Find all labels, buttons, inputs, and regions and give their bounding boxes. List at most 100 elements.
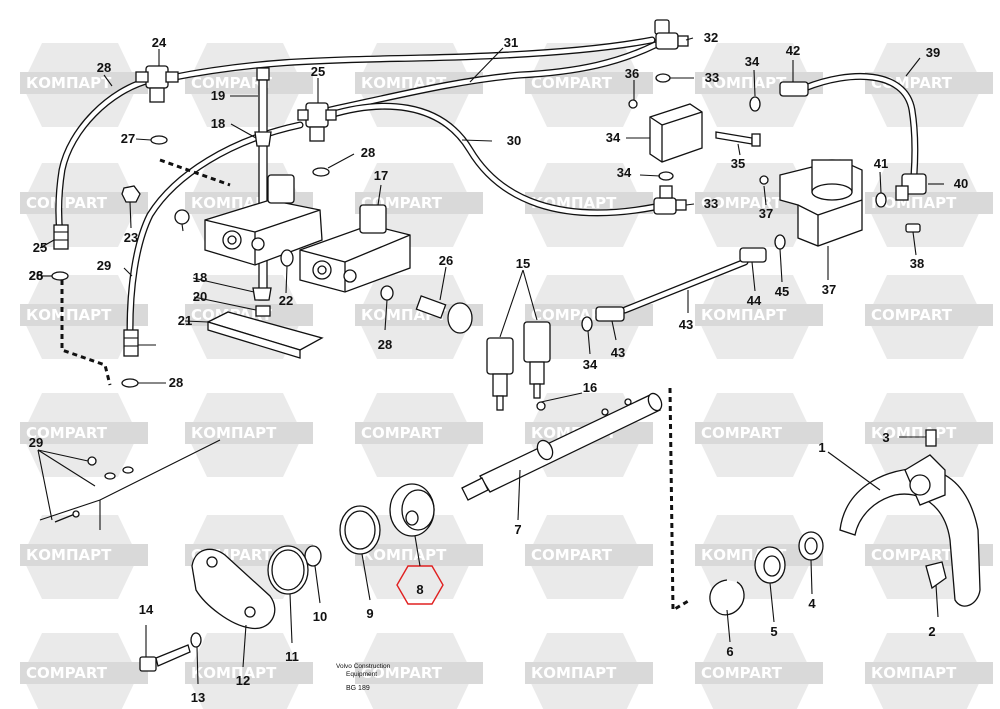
watermark-text: КОМПАРТ xyxy=(26,546,112,564)
fitting-26-lower xyxy=(123,329,139,357)
callout-36: 36 xyxy=(625,66,639,81)
callout-34: 34 xyxy=(583,357,598,372)
callout-1: 1 xyxy=(818,440,825,455)
watermark-text: COMPART xyxy=(191,74,273,92)
callout-2: 2 xyxy=(928,624,935,639)
elbow-fitting-33-top xyxy=(654,19,689,50)
watermark-tile: КОМПАРТ xyxy=(865,163,993,247)
callout-28: 28 xyxy=(361,145,375,160)
callout-31: 31 xyxy=(504,35,518,50)
nut-20 xyxy=(255,305,271,317)
washer-28-a xyxy=(150,135,168,145)
callout-20: 20 xyxy=(193,289,207,304)
callout-43: 43 xyxy=(679,317,693,332)
callout-34: 34 xyxy=(745,54,760,69)
screw-39 xyxy=(905,223,921,233)
bolt-19 xyxy=(256,67,270,301)
watermark-tile: КОМПАРТ xyxy=(20,275,148,359)
watermark-text: COMPART xyxy=(871,74,953,92)
watermark-text: COMPART xyxy=(26,194,108,212)
callout-42: 42 xyxy=(786,43,800,58)
fitting-43-bottom xyxy=(595,306,625,322)
switch-15-left xyxy=(486,337,514,411)
elbow-fitting-41 xyxy=(895,173,927,201)
watermark-text: КОМПАРТ xyxy=(531,664,617,682)
callout-18: 18 xyxy=(211,116,225,131)
callout-21: 21 xyxy=(178,313,192,328)
watermark-text: COMPART xyxy=(701,664,783,682)
fitting-43-top xyxy=(779,81,809,97)
callout-labels: 1234567891011121314151617181819202122232… xyxy=(0,0,968,705)
callout-34: 34 xyxy=(617,165,632,180)
callout-9: 9 xyxy=(366,606,373,621)
callout-44: 44 xyxy=(747,293,762,308)
fitting-45 xyxy=(739,247,767,263)
dashed-leader-right xyxy=(668,387,691,613)
spacer-18-lower xyxy=(252,287,272,301)
watermark-text: COMPART xyxy=(531,74,613,92)
watermark-tile: КОМПАРТ xyxy=(185,633,313,709)
callout-26: 26 xyxy=(29,268,43,283)
watermark-tile: COMPART xyxy=(695,633,823,709)
callout-32: 32 xyxy=(704,30,718,45)
callout-38: 38 xyxy=(910,256,924,271)
block-35 xyxy=(649,103,703,163)
watermark-text: COMPART xyxy=(871,546,953,564)
watermark-tile: COMPART xyxy=(695,393,823,477)
watermark-tile: КОМПАРТ xyxy=(20,43,148,127)
washer-22 xyxy=(280,249,294,267)
callout-41: 41 xyxy=(874,156,888,171)
watermark-text: COMPART xyxy=(701,424,783,442)
callout-43: 43 xyxy=(611,345,625,360)
watermark-tile: КОМПАРТ xyxy=(695,275,823,359)
callout-46: 46 xyxy=(0,0,7,3)
watermark-tile: COMPART xyxy=(865,43,993,127)
footer-code: BG 189 xyxy=(346,685,370,692)
callout-7: 7 xyxy=(514,522,521,537)
callout-29: 29 xyxy=(97,258,111,273)
watermark-text: COMPART xyxy=(531,546,613,564)
watermark-tile: COMPART xyxy=(355,393,483,477)
piston-8 xyxy=(389,483,435,537)
callout-25: 25 xyxy=(33,240,47,255)
callout-14: 14 xyxy=(139,602,154,617)
valve-17-left xyxy=(204,174,323,266)
pin-2 xyxy=(925,561,947,590)
bracket-38 xyxy=(779,159,863,247)
dashed-leader-left-top xyxy=(159,158,231,187)
callout-17: 17 xyxy=(374,168,388,183)
callout-24: 24 xyxy=(152,35,167,50)
highlight-hexagon-8 xyxy=(396,565,444,605)
leader-lines xyxy=(37,37,944,685)
callout-8: 8 xyxy=(416,582,423,597)
nut-37-a xyxy=(628,99,638,109)
washer-34-b xyxy=(658,171,674,181)
washer-28-c xyxy=(51,271,69,281)
callout-29: 29 xyxy=(29,435,43,450)
callout-26: 26 xyxy=(439,253,453,268)
watermark-text: КОМПАРТ xyxy=(191,424,277,442)
callout-28: 28 xyxy=(97,60,111,75)
watermark-tile: COMPART xyxy=(185,43,313,127)
callout-11: 11 xyxy=(285,649,299,664)
watermark-tile: КОМПАРТ xyxy=(20,515,148,599)
watermark-text: КОМПАРТ xyxy=(191,664,277,682)
callout-6: 6 xyxy=(726,644,733,659)
tee-fitting-25-left xyxy=(135,65,179,103)
callout-33: 33 xyxy=(705,70,719,85)
watermark-text: КОМПАРТ xyxy=(26,306,112,324)
circlip-6 xyxy=(709,579,745,616)
callout-12: 12 xyxy=(236,673,250,688)
watermark-tile: COMPART xyxy=(525,515,653,599)
callout-25: 25 xyxy=(311,64,325,79)
callout-15: 15 xyxy=(516,256,530,271)
callout-18: 18 xyxy=(193,270,207,285)
washer-28-d xyxy=(121,378,139,388)
footer-line-2: Equipment xyxy=(346,671,377,678)
callout-33: 33 xyxy=(704,196,718,211)
shaft-7 xyxy=(461,392,663,501)
nut-37-b xyxy=(759,175,769,185)
spacer-18-upper xyxy=(254,131,272,147)
callout-3: 3 xyxy=(882,430,889,445)
